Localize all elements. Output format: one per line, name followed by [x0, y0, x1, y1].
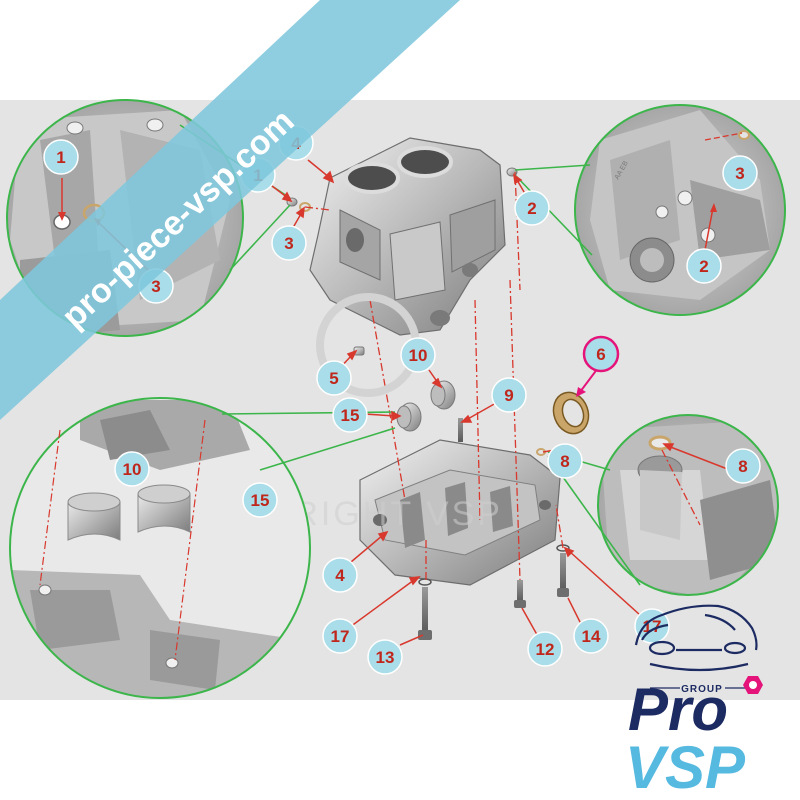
callout-13: 13 [367, 639, 403, 675]
callout-17-main: 17 [322, 618, 358, 654]
logo-pro: Pro [628, 676, 728, 743]
brand-logo: GROUP Pro VSP [625, 604, 763, 800]
callout-9: 9 [491, 377, 527, 413]
callout-12: 12 [527, 631, 563, 667]
alignment-lines [304, 171, 564, 581]
leader-top-right-upper [514, 164, 591, 171]
bolt-12 [514, 580, 526, 608]
stud-9 [458, 418, 463, 442]
svg-text:15: 15 [251, 491, 270, 510]
bearing-shell-detail-right [137, 484, 191, 533]
svg-text:3: 3 [735, 164, 744, 183]
leader-top-left-lower [229, 204, 291, 271]
svg-text:10: 10 [409, 346, 428, 365]
svg-text:9: 9 [504, 386, 513, 405]
svg-text:17: 17 [331, 627, 350, 646]
svg-text:4: 4 [335, 566, 345, 585]
svg-text:5: 5 [329, 369, 338, 388]
leader-bottom-left-upper [259, 427, 396, 471]
detail-view-top-right: AA EB [574, 104, 786, 316]
callout-5: 5 [316, 360, 352, 396]
svg-text:2: 2 [527, 199, 536, 218]
svg-text:3: 3 [284, 234, 293, 253]
svg-text:6: 6 [596, 345, 605, 364]
svg-text:2: 2 [699, 257, 708, 276]
logo-vsp: VSP [625, 734, 746, 800]
svg-text:10: 10 [123, 460, 142, 479]
detail-view-bottom-left [9, 397, 311, 699]
callouts: 1 1 2 2 3 3 3 3 4 4 5 6 8 8 9 10 10 12 1… [0, 0, 761, 675]
seal-arrow [576, 367, 599, 397]
bearing-shell-lower [396, 402, 422, 432]
svg-text:13: 13 [376, 648, 395, 667]
callout-10-detail: 10 [114, 451, 150, 487]
car-outline-icon [634, 604, 758, 672]
callout-15-detail: 15 [242, 482, 278, 518]
svg-text:1: 1 [56, 148, 65, 167]
bolt-14 [556, 544, 570, 597]
callout-2-detail: 2 [686, 248, 722, 284]
callout-1-detail: 1 [43, 139, 79, 175]
svg-text:8: 8 [560, 452, 569, 471]
callout-3-detail-right: 3 [722, 155, 758, 191]
callout-4-lower: 4 [322, 557, 358, 593]
cylinder-block [309, 137, 506, 336]
leader-top-right-lower [514, 174, 593, 256]
callout-14: 14 [573, 618, 609, 654]
logo-group-text: GROUP [681, 684, 723, 695]
svg-text:15: 15 [341, 406, 360, 425]
svg-text:3: 3 [0, 0, 9, 4]
svg-text:12: 12 [536, 640, 555, 659]
bearing-shell-detail-left [67, 492, 121, 541]
lower-crankcase [359, 439, 561, 586]
callout-arrows [271, 159, 731, 646]
svg-text:14: 14 [582, 627, 601, 646]
oil-seal [552, 391, 590, 435]
callout-15-main: 15 [332, 397, 368, 433]
callout-8-main: 8 [547, 443, 583, 479]
bearing-shell-upper [430, 380, 456, 410]
callout-2-main: 2 [514, 190, 550, 226]
hex-nut-icon [743, 676, 763, 694]
callout-3-main: 3 [271, 225, 307, 261]
svg-text:3: 3 [151, 277, 160, 296]
svg-text:8: 8 [738, 457, 747, 476]
callout-8-detail: 8 [725, 448, 761, 484]
bolt-13 [418, 578, 432, 640]
callout-6: 6 [582, 335, 620, 373]
callout-10-main: 10 [400, 337, 436, 373]
